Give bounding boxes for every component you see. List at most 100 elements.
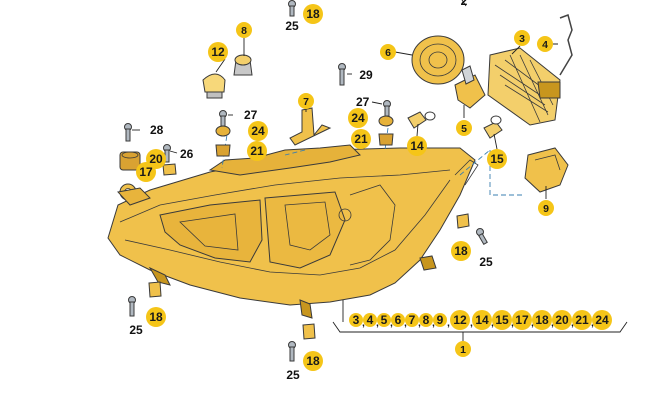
callout-18-left: 18	[146, 307, 166, 327]
svg-text:18: 18	[149, 310, 163, 324]
clips-18	[148, 213, 470, 340]
callout-8: 8	[236, 22, 252, 38]
svg-text:21: 21	[354, 132, 368, 146]
svg-text:,: ,	[362, 317, 365, 329]
part-12-bulb	[202, 73, 226, 99]
part-7-bracket	[289, 107, 332, 146]
bolt-28	[124, 123, 132, 142]
callout-28: 28	[150, 123, 164, 137]
callout-5: 5	[456, 120, 472, 136]
svg-text:15: 15	[495, 313, 509, 327]
svg-text:20: 20	[555, 313, 569, 327]
bolt-27-right	[383, 100, 391, 117]
callout-1: 1	[455, 341, 471, 357]
svg-text:,: ,	[571, 317, 574, 329]
svg-text:24: 24	[351, 111, 365, 125]
part-21-nut-right	[378, 133, 394, 146]
svg-text:24: 24	[595, 313, 609, 327]
bolt-27-left	[219, 110, 227, 127]
svg-text:9: 9	[543, 203, 549, 215]
svg-text:21: 21	[575, 313, 589, 327]
svg-text:,: ,	[418, 317, 421, 329]
callout-17: 17	[136, 162, 156, 182]
svg-text:18: 18	[535, 313, 549, 327]
callout-15: 15	[487, 149, 507, 169]
callout-29: 29	[359, 68, 373, 82]
svg-text:7: 7	[303, 96, 309, 108]
svg-text:6: 6	[395, 313, 402, 327]
svg-text:3: 3	[519, 33, 525, 45]
callout-26: 26	[180, 147, 194, 161]
svg-text:8: 8	[423, 313, 430, 327]
bolt-25-right	[476, 228, 488, 246]
callout-25-bottom: 25	[286, 368, 300, 382]
svg-text:6: 6	[385, 47, 391, 59]
svg-text:14: 14	[475, 313, 489, 327]
svg-text:7: 7	[409, 313, 416, 327]
svg-text:12: 12	[453, 313, 467, 327]
callout-2: 2	[461, 0, 468, 8]
part-20-grommet	[119, 151, 141, 171]
svg-text:18: 18	[306, 354, 320, 368]
svg-text:17: 17	[139, 165, 153, 179]
part-17-clip	[162, 163, 177, 176]
svg-text:,: ,	[531, 317, 534, 329]
svg-text:24: 24	[251, 124, 265, 138]
bolt-29	[338, 63, 346, 86]
bolt-25-bottom	[288, 341, 296, 362]
svg-text:,: ,	[470, 317, 473, 329]
svg-text:,: ,	[447, 317, 450, 329]
callout-4: 4	[537, 36, 553, 52]
callout-6: 6	[380, 44, 396, 60]
callout-21-right: 21	[351, 129, 371, 149]
svg-text:1: 1	[460, 344, 466, 356]
part-3-led-module	[487, 47, 561, 126]
callout-12: 12	[208, 42, 228, 62]
part-21-nut-left	[215, 144, 231, 157]
svg-text:5: 5	[461, 123, 467, 135]
svg-text:,: ,	[591, 317, 594, 329]
part-24-nut-right	[378, 115, 394, 127]
callout-24-left: 24	[248, 121, 268, 141]
svg-text:3: 3	[353, 313, 360, 327]
svg-text:,: ,	[404, 317, 407, 329]
svg-text:17: 17	[515, 313, 529, 327]
svg-text:12: 12	[211, 45, 225, 59]
part-24-nut-left	[215, 125, 231, 137]
svg-text:,: ,	[432, 317, 435, 329]
label-badges: 18 25 2 8 12 6 3 4 29	[129, 0, 612, 382]
part-5-bulb	[454, 65, 486, 109]
svg-text:4: 4	[542, 39, 548, 51]
svg-text:18: 18	[454, 244, 468, 258]
callout-21-left: 21	[247, 141, 267, 161]
svg-text:,: ,	[511, 317, 514, 329]
svg-text:4: 4	[367, 313, 374, 327]
part-8-bulb	[233, 54, 253, 76]
callout-27-left: 27	[244, 108, 258, 122]
svg-text:21: 21	[250, 144, 264, 158]
callout-3: 3	[514, 30, 530, 46]
callout-18-right: 18	[451, 241, 471, 261]
svg-text:15: 15	[490, 152, 504, 166]
bolt-25-top	[288, 0, 296, 17]
part-15-bulb	[483, 115, 503, 139]
svg-text:,: ,	[491, 317, 494, 329]
assembly-contents: 3 4 5 6 7 8 9 12 14 15 17 18 20 21 24 , …	[349, 310, 612, 330]
callout-18-top: 18	[303, 4, 323, 24]
callout-25-left: 25	[129, 323, 143, 337]
headlight-housing	[107, 144, 479, 319]
callout-24-right: 24	[348, 108, 368, 128]
callout-14: 14	[407, 136, 427, 156]
part-14-bulb	[407, 111, 436, 129]
callout-7: 7	[298, 93, 314, 109]
callout-27-right: 27	[356, 95, 370, 109]
svg-text:18: 18	[306, 7, 320, 21]
part-4-wire	[559, 14, 573, 76]
callout-18-bottom: 18	[303, 351, 323, 371]
assembly-separators: , , , , , , , , , , , , , ,	[362, 317, 594, 329]
bolts	[124, 0, 488, 362]
svg-text:,: ,	[376, 317, 379, 329]
callout-25-right: 25	[479, 255, 493, 269]
part-6-cover-cap	[411, 35, 465, 85]
